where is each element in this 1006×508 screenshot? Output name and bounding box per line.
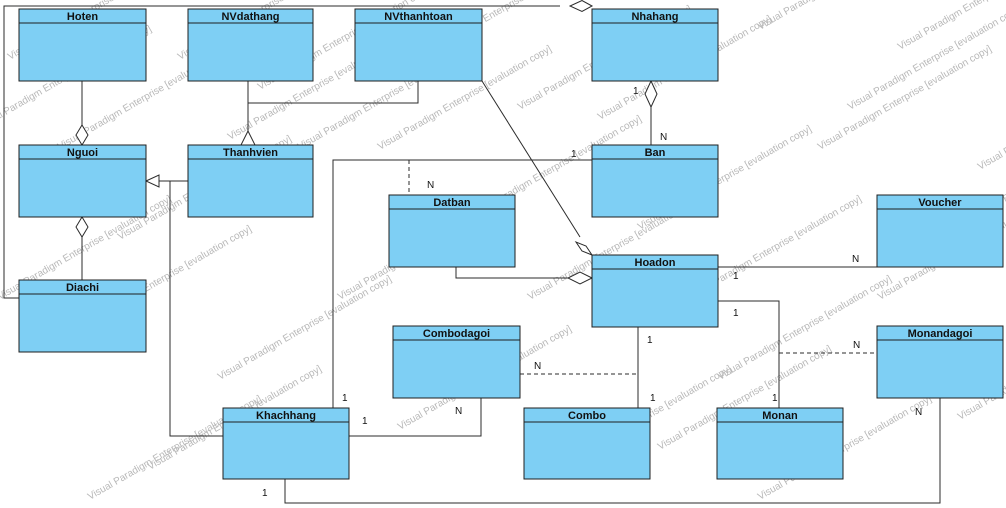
class-monandagoi-name: Monandagoi — [908, 328, 973, 340]
class-combodagoi-name: Combodagoi — [423, 328, 490, 340]
mult-combo-1: 1 — [650, 393, 656, 404]
mult-ban-1: 1 — [571, 149, 577, 160]
class-khachhang[interactable]: Khachhang — [222, 407, 350, 480]
mult-datban-n: N — [427, 180, 434, 191]
class-nvdathang-name: NVdathang — [221, 11, 279, 23]
mult-combodagoi-n-bottom: N — [455, 406, 462, 417]
class-diachi-name: Diachi — [66, 282, 99, 294]
class-voucher-name: Voucher — [918, 197, 962, 209]
class-voucher[interactable]: Voucher — [876, 194, 1004, 268]
mult-khachhang-1-right: 1 — [362, 416, 368, 427]
class-nvthanhtoan[interactable]: NVthanhtoan — [354, 8, 483, 82]
class-khachhang-name: Khachhang — [256, 410, 316, 422]
generalization-triangle-nguoi — [144, 174, 160, 188]
class-hoadon[interactable]: Hoadon — [591, 254, 719, 328]
link-khachhang-ban — [332, 159, 592, 408]
watermark-text: Visual Paradigm Enterprise [evaluation c… — [216, 274, 394, 383]
class-thanhvien-name: Thanhvien — [223, 147, 278, 159]
link-khachhang-combodagoi — [349, 398, 482, 437]
class-nvthanhtoan-name: NVthanhtoan — [384, 11, 453, 23]
class-ban-name: Ban — [645, 147, 666, 159]
mult-monandagoi-n-bottom: N — [915, 407, 922, 418]
aggregation-diamond-nhahang-ban — [644, 79, 658, 109]
mult-monan-1: 1 — [772, 393, 778, 404]
watermark-text: Visual Paradigm Enterprise [evaluation c… — [976, 64, 1006, 173]
aggregation-diamond-nguoi-diachi — [75, 216, 89, 238]
class-hoadon-name: Hoadon — [635, 257, 676, 269]
mult-nhahang-1: 1 — [633, 86, 639, 97]
class-hoten-name: Hoten — [67, 11, 98, 23]
mult-monandagoi-n-left: N — [853, 340, 860, 351]
mult-khachhang-1-top: 1 — [342, 393, 348, 404]
mult-combodagoi-n-right: N — [534, 361, 541, 372]
aggregation-diamond-nguoi-hoten — [75, 124, 89, 146]
mult-ban-n: N — [660, 132, 667, 143]
mult-hoadon-monan-1: 1 — [733, 308, 739, 319]
aggregation-diamond-hoadon-datban — [566, 271, 594, 285]
class-combo-name: Combo — [568, 410, 606, 422]
class-monandagoi[interactable]: Monandagoi — [876, 325, 1004, 399]
link-khachhang-monandagoi — [284, 398, 941, 504]
class-combo[interactable]: Combo — [523, 407, 651, 480]
class-hoten[interactable]: Hoten — [18, 8, 147, 82]
mult-hoadon-combo-1: 1 — [647, 335, 653, 346]
link-nvthanhtoan-hoadon — [481, 80, 581, 238]
class-nguoi[interactable]: Nguoi — [18, 144, 147, 218]
watermark-text: Visual Paradigm Enterprise [evaluation c… — [756, 0, 934, 33]
multiplicity-labels: 1 N 1 N 1 N 1 1 1 1 N N 1 1 1 N N — [262, 86, 922, 499]
class-datban-name: Datban — [433, 197, 471, 209]
class-nhahang[interactable]: Nhahang — [591, 8, 719, 82]
link-nvthanhtoan-thanhvien — [248, 81, 419, 104]
class-monan-name: Monan — [762, 410, 798, 422]
link-hoadon-monan — [718, 300, 780, 408]
link-diachi-nhahang — [3, 5, 560, 299]
class-diachi[interactable]: Diachi — [18, 279, 147, 353]
class-nguoi-name: Nguoi — [67, 147, 98, 159]
aggregation-diamond-nhahang-diachi — [568, 0, 594, 13]
class-nhahang-name: Nhahang — [631, 11, 678, 23]
class-datban[interactable]: Datban — [388, 194, 516, 268]
link-khachhang-nguoi — [169, 181, 223, 437]
watermark-text: Visual Paradigm Enterprise [evaluation c… — [816, 44, 994, 153]
association-lines — [3, 5, 941, 504]
mult-hoadon-voucher-1: 1 — [733, 271, 739, 282]
class-combodagoi[interactable]: Combodagoi — [392, 325, 521, 399]
mult-khachhang-1-bottom: 1 — [262, 488, 268, 499]
link-datban-hoadon — [455, 267, 568, 279]
class-ban[interactable]: Ban — [591, 144, 719, 218]
mult-voucher-n: N — [852, 254, 859, 265]
association-decorations — [75, 0, 658, 285]
class-thanhvien[interactable]: Thanhvien — [187, 144, 314, 218]
aggregation-diamond-hoadon-nvthanhtoan — [574, 240, 594, 257]
class-nvdathang[interactable]: NVdathang — [187, 8, 314, 82]
class-monan[interactable]: Monan — [716, 407, 844, 480]
